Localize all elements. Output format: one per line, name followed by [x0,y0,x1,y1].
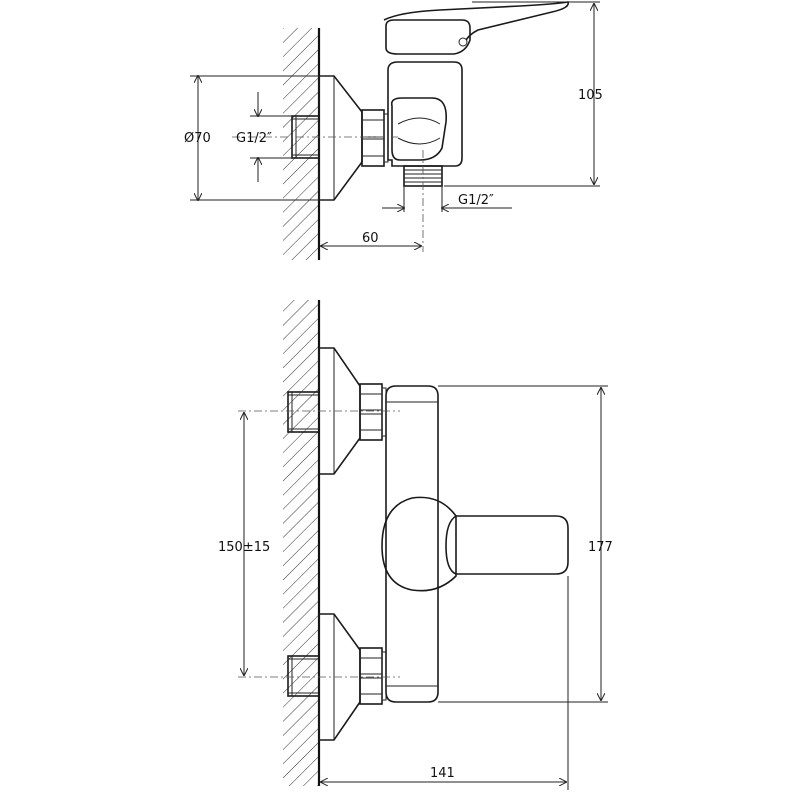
dim-outlet-thread: G1/2″ [458,193,494,208]
flange-top [318,75,363,201]
front-view: 150±15 177 141 [218,300,613,790]
lever-handle-top [383,1,569,41]
side-view: Ø70 G1/2″ G1/2″ 60 105 [184,1,603,260]
hex-nut-lower [359,647,387,705]
cartridge-front [381,496,457,592]
dim-depth-outlet: 60 [362,231,379,246]
dim-body-height: 177 [588,540,613,555]
cartridge-housing-top [385,19,471,55]
mixer-body-top [387,61,463,167]
dim-inlet-spacing: 150±15 [218,540,270,555]
wall-hatch-bottom [283,300,319,786]
hex-nut-top [361,109,389,167]
mixer-body-front [385,385,439,703]
hex-nut-upper [359,383,387,441]
dim-total-depth: 141 [430,766,455,781]
dim-flange-diameter: Ø70 [184,131,211,146]
lever-handle-front [445,515,569,575]
dim-height-top: 105 [578,88,603,103]
wall-hatch-top [283,28,319,260]
dim-inlet-thread: G1/2″ [236,131,272,146]
